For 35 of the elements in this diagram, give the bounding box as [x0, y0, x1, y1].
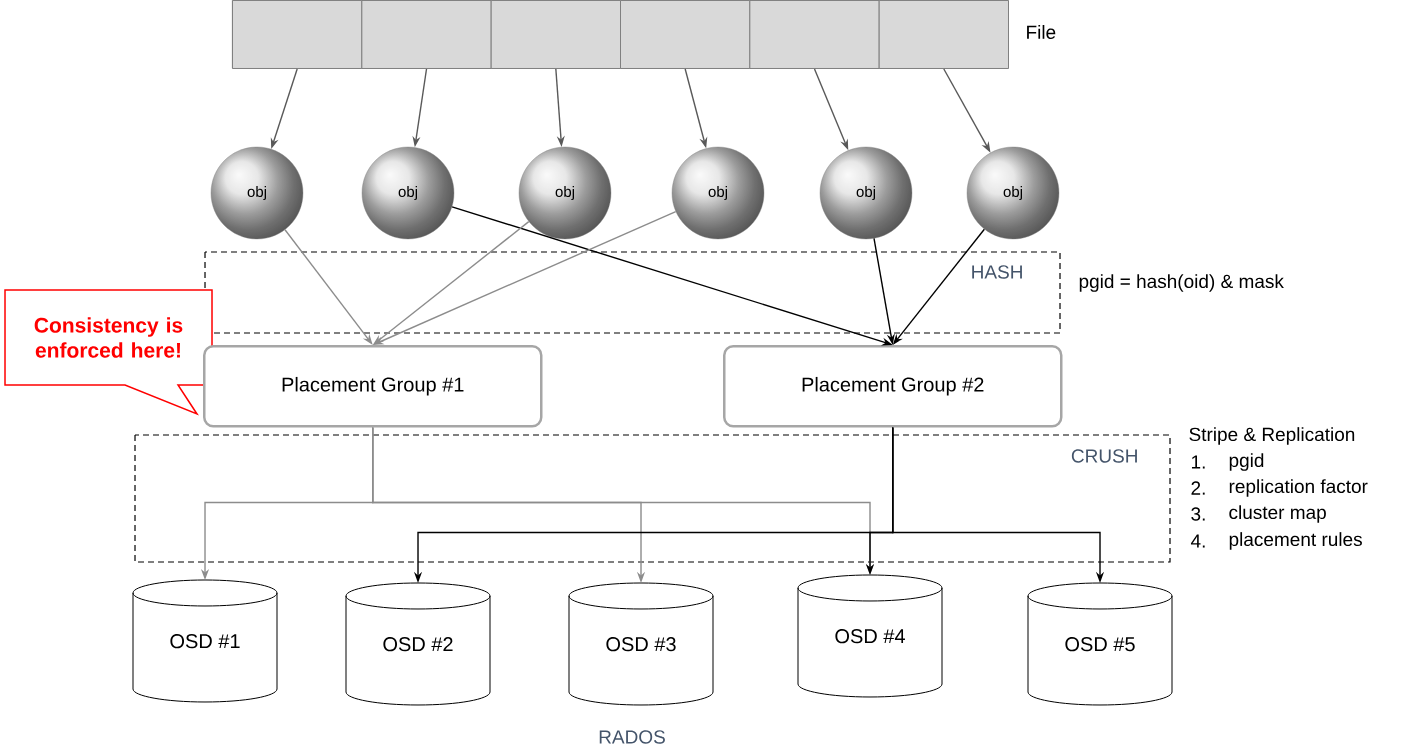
list-number: 3. [1191, 507, 1205, 521]
region-label: RADOS [599, 730, 665, 744]
object-sphere: obj [210, 146, 304, 240]
file-cell [232, 0, 363, 69]
list-text: replication factor [1229, 479, 1368, 497]
list-text: Stripe & Replication [1189, 427, 1355, 445]
object-sphere: obj [361, 146, 455, 240]
list-number: 2. [1191, 481, 1205, 495]
file-cell [620, 0, 751, 69]
list-text: pgid [1229, 453, 1264, 471]
storage-cylinder: OSD #5 [1027, 582, 1173, 706]
storage-cylinder: OSD #1 [132, 579, 278, 703]
group-box: Placement Group #2 [723, 345, 1063, 428]
formula-text: pgid = hash(oid) & mask [1079, 274, 1284, 292]
object-sphere: obj [518, 146, 612, 240]
storage-cylinder: OSD #4 [797, 574, 943, 698]
list-text: cluster map [1229, 505, 1326, 523]
list-number: 4. [1191, 534, 1205, 548]
object-sphere: obj [819, 146, 913, 240]
group-box: Placement Group #1 [203, 345, 543, 428]
file-label: File [1027, 25, 1056, 39]
file-cell [749, 0, 880, 69]
region-label: CRUSH [1071, 449, 1137, 463]
arrow [284, 229, 373, 345]
storage-cylinder: OSD #2 [345, 582, 491, 706]
callout: Consistency is enforced here! [4, 289, 213, 416]
list-number: 1. [1192, 455, 1205, 469]
file-cell [490, 0, 621, 69]
file-cell [361, 0, 492, 69]
list-text: placement rules [1229, 532, 1362, 550]
file-cell [878, 0, 1009, 69]
object-sphere: obj [671, 146, 765, 240]
region-label: HASH [972, 265, 1022, 279]
object-sphere: obj [966, 146, 1060, 240]
storage-cylinder: OSD #3 [568, 582, 714, 706]
